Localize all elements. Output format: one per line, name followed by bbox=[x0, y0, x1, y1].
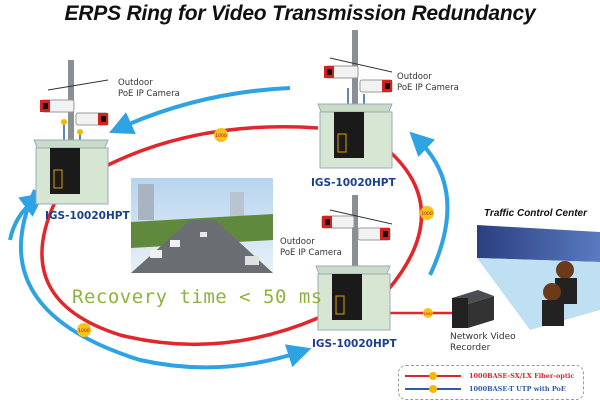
traffic-control-center-label: Traffic Control Center bbox=[484, 208, 587, 219]
fiber-link-top bbox=[107, 125, 319, 167]
control-center-illustration bbox=[477, 225, 600, 330]
site-left bbox=[33, 60, 109, 205]
svg-text:1000: 1000 bbox=[78, 328, 90, 334]
switch-icon bbox=[50, 148, 80, 194]
camera-label-line2: PoE IP Camera bbox=[280, 248, 342, 258]
nvr-label-line2: Recorder bbox=[450, 343, 491, 353]
site-top bbox=[317, 30, 393, 169]
nvr-label-line1: Network Video bbox=[450, 332, 516, 342]
badge-dot-icon bbox=[429, 372, 437, 380]
ip-camera-icon bbox=[40, 99, 75, 113]
badge-dot-icon bbox=[429, 385, 437, 393]
diagram-title: ERPS Ring for Video Transmission Redunda… bbox=[64, 2, 536, 25]
redundancy-arrow-left-tip bbox=[8, 192, 45, 241]
redundancy-arrow-top bbox=[109, 86, 291, 135]
switch-label-left: IGS-10020HPT bbox=[45, 210, 130, 222]
redundancy-arrow-bottom bbox=[19, 189, 312, 370]
switch-label-top: IGS-10020HPT bbox=[311, 177, 396, 189]
legend-label: 1000BASE-T UTP with PoE bbox=[469, 385, 566, 393]
legend-item-fiber: 1000BASE-SX/LX Fiber-optic bbox=[405, 371, 574, 381]
camera-label-line1: Outdoor bbox=[397, 72, 432, 82]
svg-text:1000: 1000 bbox=[215, 133, 227, 139]
camera-label-line2: PoE IP Camera bbox=[118, 89, 180, 99]
link-badge-bottom: 1000 bbox=[77, 323, 91, 337]
switch-label-bottom: IGS-10020HPT bbox=[312, 338, 397, 350]
ip-camera-icon bbox=[359, 79, 393, 93]
camera-label-bottom: Outdoor PoE IP Camera bbox=[280, 237, 342, 259]
switch-icon bbox=[334, 112, 364, 158]
fiber-line-swatch bbox=[405, 372, 461, 380]
link-badge-top: 1000 bbox=[214, 128, 228, 142]
link-badge-right: 1000 bbox=[420, 206, 434, 220]
ip-camera-icon bbox=[321, 215, 355, 229]
legend-label: 1000BASE-SX/LX Fiber-optic bbox=[469, 372, 575, 380]
link-badge-nvr: 1000 bbox=[423, 308, 433, 318]
nvr-label: Network Video Recorder bbox=[450, 332, 516, 354]
svg-text:1000: 1000 bbox=[424, 312, 433, 316]
camera-label-line1: Outdoor bbox=[280, 237, 315, 247]
switch-icon bbox=[332, 274, 362, 320]
camera-label-line2: PoE IP Camera bbox=[397, 83, 459, 93]
nvr-device-icon bbox=[452, 290, 494, 328]
site-bottom bbox=[315, 195, 393, 331]
highway-photo bbox=[131, 178, 273, 273]
utp-line-swatch bbox=[405, 385, 461, 393]
camera-label-left: Outdoor PoE IP Camera bbox=[118, 78, 180, 100]
ip-camera-icon bbox=[75, 112, 109, 126]
recovery-time-text: Recovery time < 50 ms bbox=[72, 286, 323, 308]
ip-camera-icon bbox=[357, 227, 391, 241]
fiber-link-right bbox=[386, 148, 424, 292]
redundancy-arrow-right bbox=[409, 131, 450, 276]
svg-text:1000: 1000 bbox=[421, 211, 433, 217]
fiber-link-bottom bbox=[40, 201, 319, 347]
legend: 1000BASE-SX/LX Fiber-optic 1000BASE-T UT… bbox=[398, 365, 584, 400]
camera-label-line1: Outdoor bbox=[118, 78, 153, 88]
camera-label-top: Outdoor PoE IP Camera bbox=[397, 72, 459, 94]
ip-camera-icon bbox=[324, 65, 359, 79]
legend-item-utp: 1000BASE-T UTP with PoE bbox=[405, 384, 566, 394]
